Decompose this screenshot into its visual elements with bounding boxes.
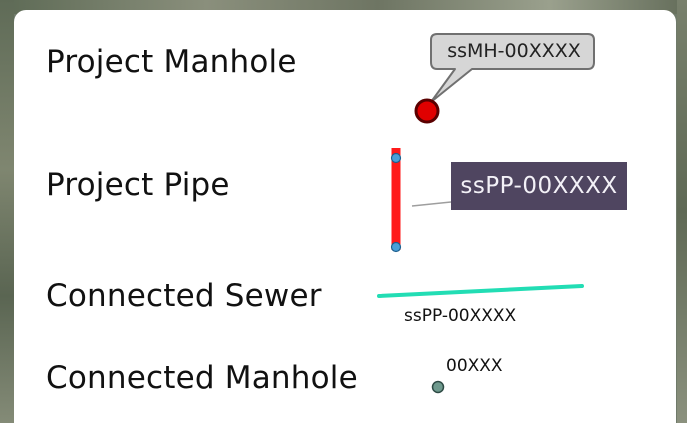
legend-symbols [377, 33, 595, 394]
pipe-sample-label: ssPP-00XXXX [451, 162, 627, 210]
red-pipe-line [390, 148, 452, 253]
manhole-callout [430, 33, 595, 103]
map-background-left [0, 0, 14, 423]
connected-manhole-sample-label: 00XXX [446, 356, 503, 376]
manhole-sample-label: ssMH-00XXXX [447, 40, 581, 62]
teal-line [377, 284, 584, 298]
red-circle-icon [414, 98, 440, 124]
legend-label-connected-sewer: Connected Sewer [46, 278, 322, 314]
map-background-right [677, 0, 687, 423]
legend-panel: Project Manhole Project Pipe Connected S… [14, 10, 676, 423]
legend-label-project-pipe: Project Pipe [46, 167, 230, 203]
legend-label-connected-manhole: Connected Manhole [46, 360, 358, 396]
teal-dot-icon [431, 380, 445, 394]
legend-label-project-manhole: Project Manhole [46, 44, 297, 80]
sewer-sample-label: ssPP-00XXXX [404, 306, 517, 326]
